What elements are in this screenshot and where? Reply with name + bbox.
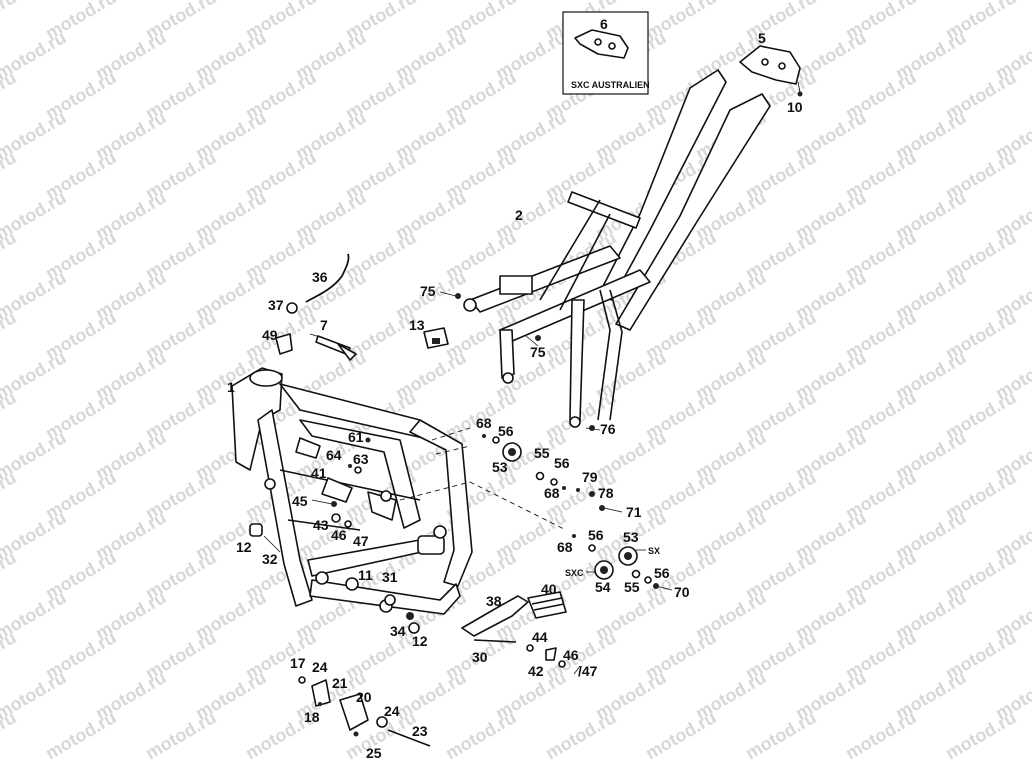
brake-pedal-part-38 bbox=[461, 595, 529, 637]
callout-12b: 12 bbox=[412, 633, 428, 649]
callout-71: 71 bbox=[626, 504, 642, 520]
callout-20: 20 bbox=[356, 689, 372, 705]
callout-7: 7 bbox=[320, 317, 328, 333]
watermark-text: motod.ru bbox=[0, 147, 20, 203]
watermark-text: motod.ru bbox=[142, 707, 220, 763]
callout-32: 32 bbox=[262, 551, 278, 567]
callout-6: 6 bbox=[600, 16, 608, 32]
callout-38: 38 bbox=[486, 593, 502, 609]
callout-68c: 68 bbox=[557, 539, 573, 555]
callout-63: 63 bbox=[353, 451, 369, 467]
callout-10: 10 bbox=[787, 99, 803, 115]
callout-23: 23 bbox=[412, 723, 428, 739]
callout-12a: 12 bbox=[236, 539, 252, 555]
callout-17: 17 bbox=[290, 655, 306, 671]
callout-56b: 56 bbox=[554, 455, 570, 471]
callout-40: 40 bbox=[541, 581, 557, 597]
callout-43: 43 bbox=[313, 517, 329, 533]
callout-18: 18 bbox=[304, 709, 320, 725]
callout-79: 79 bbox=[582, 469, 598, 485]
bracket-part-20 bbox=[339, 693, 369, 731]
callout-13: 13 bbox=[409, 317, 425, 333]
callout-68b: 68 bbox=[544, 485, 560, 501]
callout-36: 36 bbox=[312, 269, 328, 285]
callout-labels: 6 5 10 2 36 75 37 7 13 49 75 1 68 56 76 … bbox=[227, 16, 803, 761]
callout-37: 37 bbox=[268, 297, 284, 313]
watermark-text: motod.ru bbox=[642, 707, 720, 763]
watermark-text: motod.ru bbox=[842, 707, 920, 763]
callout-1: 1 bbox=[227, 379, 235, 395]
callout-54: 54 bbox=[595, 579, 611, 595]
main-frame bbox=[231, 367, 473, 615]
label-sxc: SXC bbox=[565, 568, 584, 578]
label-sx: SX bbox=[648, 546, 660, 556]
callout-41: 41 bbox=[311, 465, 327, 481]
callout-25: 25 bbox=[366, 745, 382, 761]
callout-30: 30 bbox=[472, 649, 488, 665]
watermark-text: motod.ru bbox=[0, 467, 20, 523]
bracket-part-21 bbox=[311, 679, 331, 707]
watermark-text: motod.ru bbox=[0, 227, 20, 283]
callout-2: 2 bbox=[515, 207, 523, 223]
inset-sxc-australien: SXC AUSTRALIEN bbox=[562, 11, 650, 95]
callout-61: 61 bbox=[348, 429, 364, 445]
callout-68a: 68 bbox=[476, 415, 492, 431]
callout-49: 49 bbox=[262, 327, 278, 343]
callout-53a: 53 bbox=[492, 459, 508, 475]
watermark-text: motod.ru bbox=[0, 67, 20, 123]
watermark-text: motod.ru bbox=[542, 707, 620, 763]
callout-47b: /47 bbox=[578, 663, 598, 679]
callout-47a: 47 bbox=[353, 533, 369, 549]
callout-76: 76 bbox=[600, 421, 616, 437]
watermark-text: motod.ru bbox=[0, 627, 20, 683]
callout-56d: 56 bbox=[654, 565, 670, 581]
callout-64: 64 bbox=[326, 447, 342, 463]
watermark-text: motod.ru bbox=[0, 307, 20, 363]
callout-70: 70 bbox=[674, 584, 690, 600]
callout-75a: 75 bbox=[420, 283, 436, 299]
callout-55a: 55 bbox=[534, 445, 550, 461]
callout-53b: 53 bbox=[623, 529, 639, 545]
callout-34: 34 bbox=[390, 623, 406, 639]
callout-44: 44 bbox=[532, 629, 548, 645]
callout-46a: 46 bbox=[331, 527, 347, 543]
watermark-text: motod.ru bbox=[742, 707, 820, 763]
callout-56a: 56 bbox=[498, 423, 514, 439]
callout-5: 5 bbox=[758, 30, 766, 46]
watermark-text: motod.ru bbox=[0, 0, 20, 43]
watermark-text: motod.ru bbox=[42, 707, 120, 763]
callout-21: 21 bbox=[332, 675, 348, 691]
callout-24a: 24 bbox=[312, 659, 328, 675]
callout-11: 11 bbox=[358, 567, 373, 583]
callout-42: 42 bbox=[528, 663, 544, 679]
rear-subframe bbox=[463, 69, 771, 428]
skid-plate-part-5 bbox=[739, 45, 801, 85]
callout-78: 78 bbox=[598, 485, 614, 501]
callout-75b: 75 bbox=[530, 344, 546, 360]
watermark-text: motod.ru bbox=[0, 707, 20, 763]
callout-24b: 24 bbox=[384, 703, 400, 719]
inset-label: SXC AUSTRALIEN bbox=[571, 80, 650, 90]
watermark-text: motod.ru bbox=[0, 547, 20, 603]
callout-31: 31 bbox=[382, 569, 398, 585]
callout-46b: 46 bbox=[563, 647, 579, 663]
callout-56c: 56 bbox=[588, 527, 604, 543]
watermark-text: motod.ru bbox=[0, 387, 20, 443]
callout-55b: 55 bbox=[624, 579, 640, 595]
watermark-text: motod.ru bbox=[942, 707, 1020, 763]
watermark-text: motod.ru bbox=[442, 707, 520, 763]
callout-45: 45 bbox=[292, 493, 308, 509]
